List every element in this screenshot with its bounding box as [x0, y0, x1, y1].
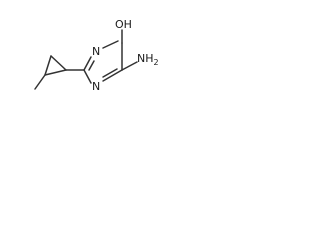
atom-label-oh: OH [115, 18, 132, 31]
bond-c4-n3 [83, 69, 92, 84]
bond-c5-c4-inner [102, 68, 118, 78]
bond-cp-c-a [44, 69, 67, 76]
bond-c5-nh2 [121, 61, 138, 71]
bond-c2-n1-inner [88, 60, 95, 71]
bond-c2-n1 [83, 56, 92, 71]
bond-cp-a-b [50, 55, 67, 71]
atom-label-nh2: NH2 [137, 52, 159, 67]
atom-label-nh2-subscript: 2 [154, 58, 159, 67]
atom-label-nh: NH [137, 52, 154, 65]
molecule-canvas: OH N N NH2 [0, 0, 204, 119]
structure-diagram: OH N N NH2 [34, 18, 159, 93]
bond-cp-b-c [44, 55, 52, 76]
bond-c5-c4 [102, 69, 123, 82]
atom-label-n-bottom: N [92, 80, 100, 93]
bond-n1-c6 [102, 40, 119, 49]
bond-methyl [34, 74, 46, 90]
atom-label-n-top: N [92, 45, 100, 58]
